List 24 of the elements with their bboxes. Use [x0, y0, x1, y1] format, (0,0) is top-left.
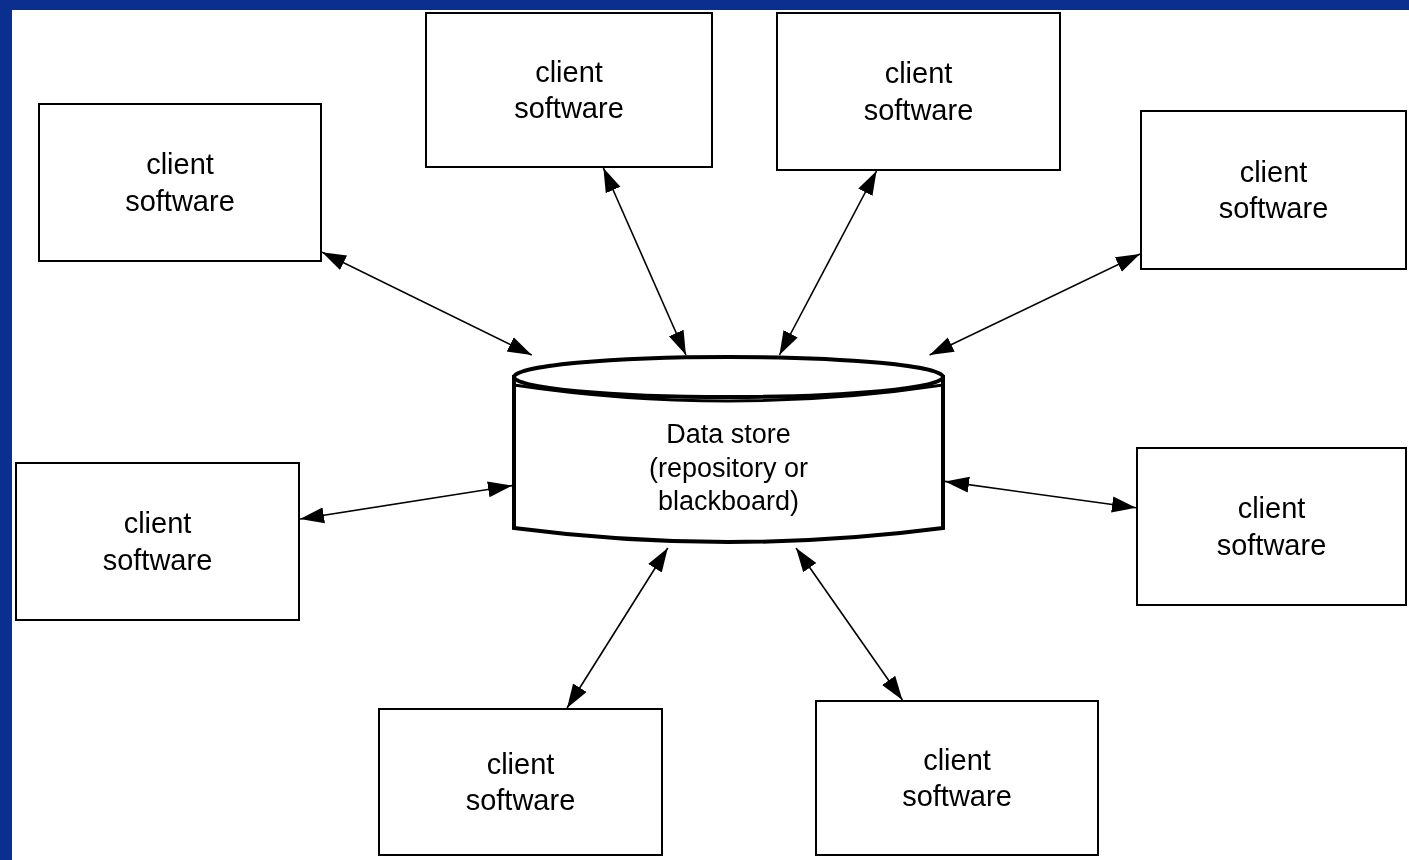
double-arrow — [928, 253, 1141, 356]
double-arrow — [944, 476, 1137, 513]
node-label: client software — [101, 506, 214, 578]
double-arrow — [602, 167, 687, 356]
process-box — [776, 12, 1061, 171]
process-box — [38, 103, 322, 262]
node-label: client software — [124, 147, 236, 219]
node-label: client software — [1215, 491, 1328, 563]
node-label: client software — [1217, 154, 1330, 226]
double-arrow — [299, 481, 513, 524]
double-arrow — [778, 170, 878, 356]
double-arrow — [795, 547, 904, 701]
process-box — [15, 462, 300, 621]
node-label: client software — [901, 742, 1013, 814]
node-label: client software — [513, 54, 625, 126]
node-label: client software — [862, 56, 975, 128]
process-box — [815, 700, 1099, 856]
node-label: client software — [464, 746, 577, 818]
process-box — [378, 708, 663, 856]
double-arrow — [321, 251, 533, 356]
process-box — [1136, 447, 1407, 606]
process-box — [425, 12, 713, 168]
process-box — [1140, 110, 1407, 270]
double-arrow — [566, 547, 669, 709]
